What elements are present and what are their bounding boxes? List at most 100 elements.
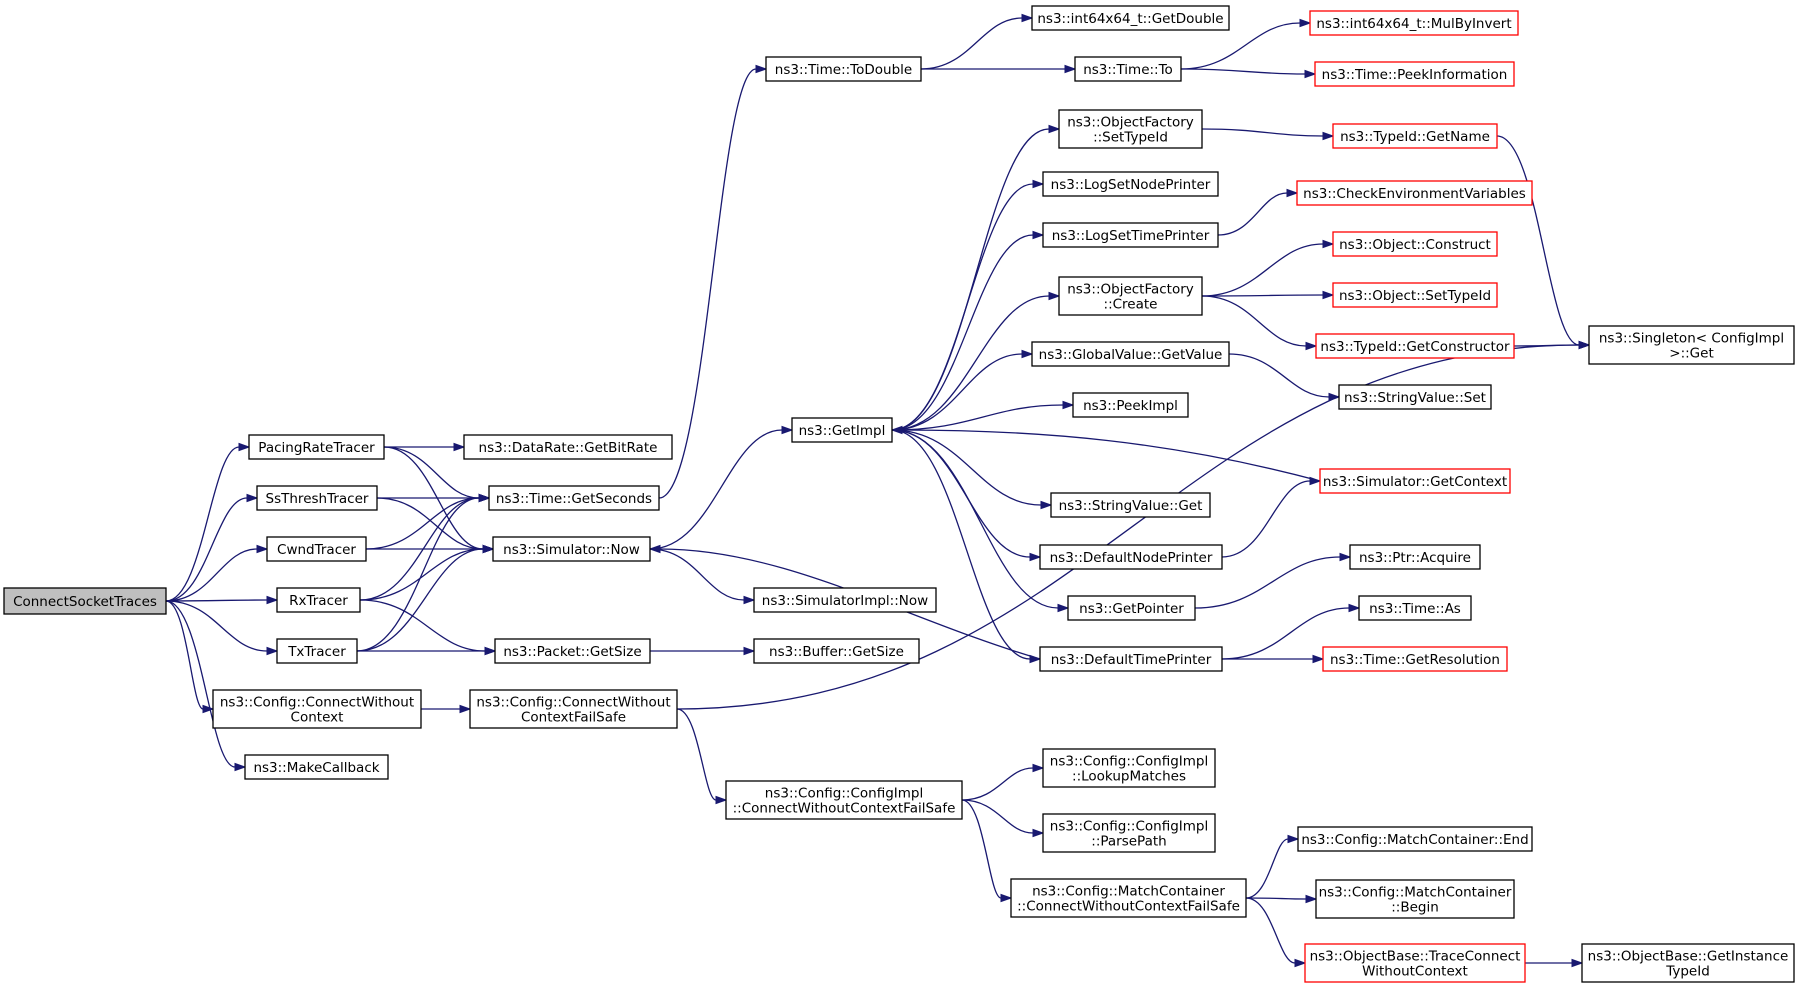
node-cwnd[interactable]: CwndTracer xyxy=(266,536,367,562)
edge-arrowhead xyxy=(246,493,259,503)
edge-line xyxy=(165,446,240,602)
node-ofsettypeid[interactable]: ns3::ObjectFactory::SetTypeId xyxy=(1058,109,1203,149)
edge-line xyxy=(1201,294,1324,297)
node-timeas[interactable]: ns3::Time::As xyxy=(1358,595,1472,621)
node-box xyxy=(1050,492,1211,518)
node-label: Context xyxy=(291,709,344,725)
edge-arrowhead xyxy=(238,442,251,452)
edge-getimpl-to-svget xyxy=(891,429,1053,510)
edge-tx-to-getsize xyxy=(356,646,497,656)
node-lookup[interactable]: ns3::Config::ConfigImpl::LookupMatches xyxy=(1042,748,1216,788)
edge-arrowhead xyxy=(1032,179,1045,189)
node-timeto[interactable]: ns3::Time::To xyxy=(1074,56,1182,82)
node-logtime[interactable]: ns3::LogSetTimePrinter xyxy=(1042,222,1219,248)
edge-line xyxy=(165,548,258,602)
node-tracecon[interactable]: ns3::ObjectBase::TraceConnectWithoutCont… xyxy=(1304,943,1526,983)
node-checkenv[interactable]: ns3::CheckEnvironmentVariables xyxy=(1296,180,1533,206)
node-label: ns3::Config::MatchContainer xyxy=(1319,884,1512,900)
node-simgetctx[interactable]: ns3::Simulator::GetContext xyxy=(1319,468,1511,494)
edge-line xyxy=(891,429,1031,660)
node-label: ns3::Time::As xyxy=(1369,601,1461,617)
node-getseconds[interactable]: ns3::Time::GetSeconds xyxy=(488,485,660,511)
node-mcend[interactable]: ns3::Config::MatchContainer::End xyxy=(1297,826,1533,852)
node-peekinfo[interactable]: ns3::Time::PeekInformation xyxy=(1314,61,1515,87)
edge-arrowhead xyxy=(484,646,497,656)
node-label: ns3::Singleton< ConfigImpl xyxy=(1599,330,1784,346)
edge-line xyxy=(1180,68,1306,75)
node-label: ns3::Config::MatchContainer::End xyxy=(1301,832,1528,848)
node-defnode[interactable]: ns3::DefaultNodePrinter xyxy=(1039,544,1223,570)
node-simnow[interactable]: ns3::Simulator::Now xyxy=(492,536,651,562)
node-makecb[interactable]: ns3::MakeCallback xyxy=(244,754,389,780)
edge-line xyxy=(165,599,268,602)
node-ofcreate[interactable]: ns3::ObjectFactory::Create xyxy=(1058,276,1203,316)
node-label: ::SetTypeId xyxy=(1093,129,1168,145)
node-label: SsThreshTracer xyxy=(266,491,369,507)
node-getbitrate[interactable]: ns3::DataRate::GetBitRate xyxy=(463,434,673,460)
node-getpointer[interactable]: ns3::GetPointer xyxy=(1067,595,1196,621)
node-box xyxy=(256,485,378,511)
node-cfgconnfs[interactable]: ns3::Config::ConnectWithoutContextFailSa… xyxy=(469,689,678,729)
edge-arrowhead xyxy=(266,595,279,605)
edge-ofcreate-to-objconstruct xyxy=(1201,239,1335,297)
node-label: ns3::Config::MatchContainer xyxy=(1032,883,1225,899)
edge-ofcreate-to-tidgetctor xyxy=(1201,295,1318,351)
node-peekimpl[interactable]: ns3::PeekImpl xyxy=(1072,392,1189,418)
edge-cfgimplconn-to-parsepath xyxy=(961,799,1045,838)
node-mcbegin[interactable]: ns3::Config::MatchContainer::Begin xyxy=(1315,879,1515,919)
edge-arrowhead xyxy=(1000,893,1013,903)
edge-line xyxy=(901,429,1321,482)
edge-arrowhead xyxy=(459,704,472,714)
edge-line xyxy=(376,497,484,550)
node-label: ns3::MakeCallback xyxy=(253,760,379,776)
node-todouble[interactable]: ns3::Time::ToDouble xyxy=(765,56,922,82)
node-deftime[interactable]: ns3::DefaultTimePrinter xyxy=(1039,646,1223,672)
edge-line xyxy=(356,548,484,652)
node-label: TypeId xyxy=(1665,963,1710,979)
node-label: ns3::DefaultTimePrinter xyxy=(1051,652,1212,668)
node-root[interactable]: ConnectSocketTraces xyxy=(3,587,167,615)
node-mcconn[interactable]: ns3::Config::MatchContainer::ConnectWith… xyxy=(1010,878,1247,918)
node-box xyxy=(494,638,651,664)
node-getres[interactable]: ns3::Time::GetResolution xyxy=(1322,646,1508,672)
node-ssthresh[interactable]: SsThreshTracer xyxy=(256,485,378,511)
node-rx[interactable]: RxTracer xyxy=(276,587,361,613)
node-pacing[interactable]: PacingRateTracer xyxy=(248,434,385,460)
node-label: ns3::Simulator::Now xyxy=(503,542,640,558)
node-label: ns3::Config::ConnectWithout xyxy=(476,694,670,710)
node-label: ns3::ObjectBase::TraceConnect xyxy=(1310,948,1521,964)
edge-line xyxy=(1201,295,1307,347)
edge-line xyxy=(1245,838,1289,899)
node-mulbyinv[interactable]: ns3::int64x64_t::MulByInvert xyxy=(1309,10,1519,36)
edge-line xyxy=(961,799,1034,834)
node-cfgconn[interactable]: ns3::Config::ConnectWithoutContext xyxy=(212,689,422,729)
edge-line xyxy=(658,68,757,499)
edge-arrowhead xyxy=(890,425,903,435)
node-singleton[interactable]: ns3::Singleton< ConfigImpl>::Get xyxy=(1588,325,1795,365)
node-simimplnow[interactable]: ns3::SimulatorImpl::Now xyxy=(753,587,937,613)
node-objsettypeid[interactable]: ns3::Object::SetTypeId xyxy=(1332,282,1498,308)
node-tidgetctor[interactable]: ns3::TypeId::GetConstructor xyxy=(1315,333,1515,359)
node-getimpl[interactable]: ns3::GetImpl xyxy=(791,417,893,443)
node-parsepath[interactable]: ns3::Config::ConfigImpl::ParsePath xyxy=(1042,813,1216,853)
node-label: ns3::Time::GetResolution xyxy=(1330,652,1500,668)
edge-arrowhead xyxy=(266,646,279,656)
node-getdouble[interactable]: ns3::int64x64_t::GetDouble xyxy=(1031,5,1230,31)
node-cfgimplconn[interactable]: ns3::Config::ConfigImpl::ConnectWithoutC… xyxy=(725,780,963,820)
node-bufgetsize[interactable]: ns3::Buffer::GetSize xyxy=(753,638,920,664)
node-box xyxy=(492,536,651,562)
node-objconstruct[interactable]: ns3::Object::Construct xyxy=(1332,231,1498,257)
node-getsize[interactable]: ns3::Packet::GetSize xyxy=(494,638,651,664)
node-tidgetname[interactable]: ns3::TypeId::GetName xyxy=(1332,123,1498,149)
node-tx[interactable]: TxTracer xyxy=(276,638,358,664)
edge-arrowhead xyxy=(1064,64,1077,74)
node-gvgetvalue[interactable]: ns3::GlobalValue::GetValue xyxy=(1031,341,1230,367)
node-lognode[interactable]: ns3::LogSetNodePrinter xyxy=(1042,171,1219,197)
node-svget[interactable]: ns3::StringValue::Get xyxy=(1050,492,1211,518)
node-svset[interactable]: ns3::StringValue::Set xyxy=(1338,384,1492,410)
edge-getimpl-to-getpointer xyxy=(891,429,1070,613)
node-ptracquire[interactable]: ns3::Ptr::Acquire xyxy=(1349,544,1481,570)
node-label: ns3::StringValue::Get xyxy=(1059,498,1203,514)
edge-arrowhead xyxy=(1305,341,1318,351)
